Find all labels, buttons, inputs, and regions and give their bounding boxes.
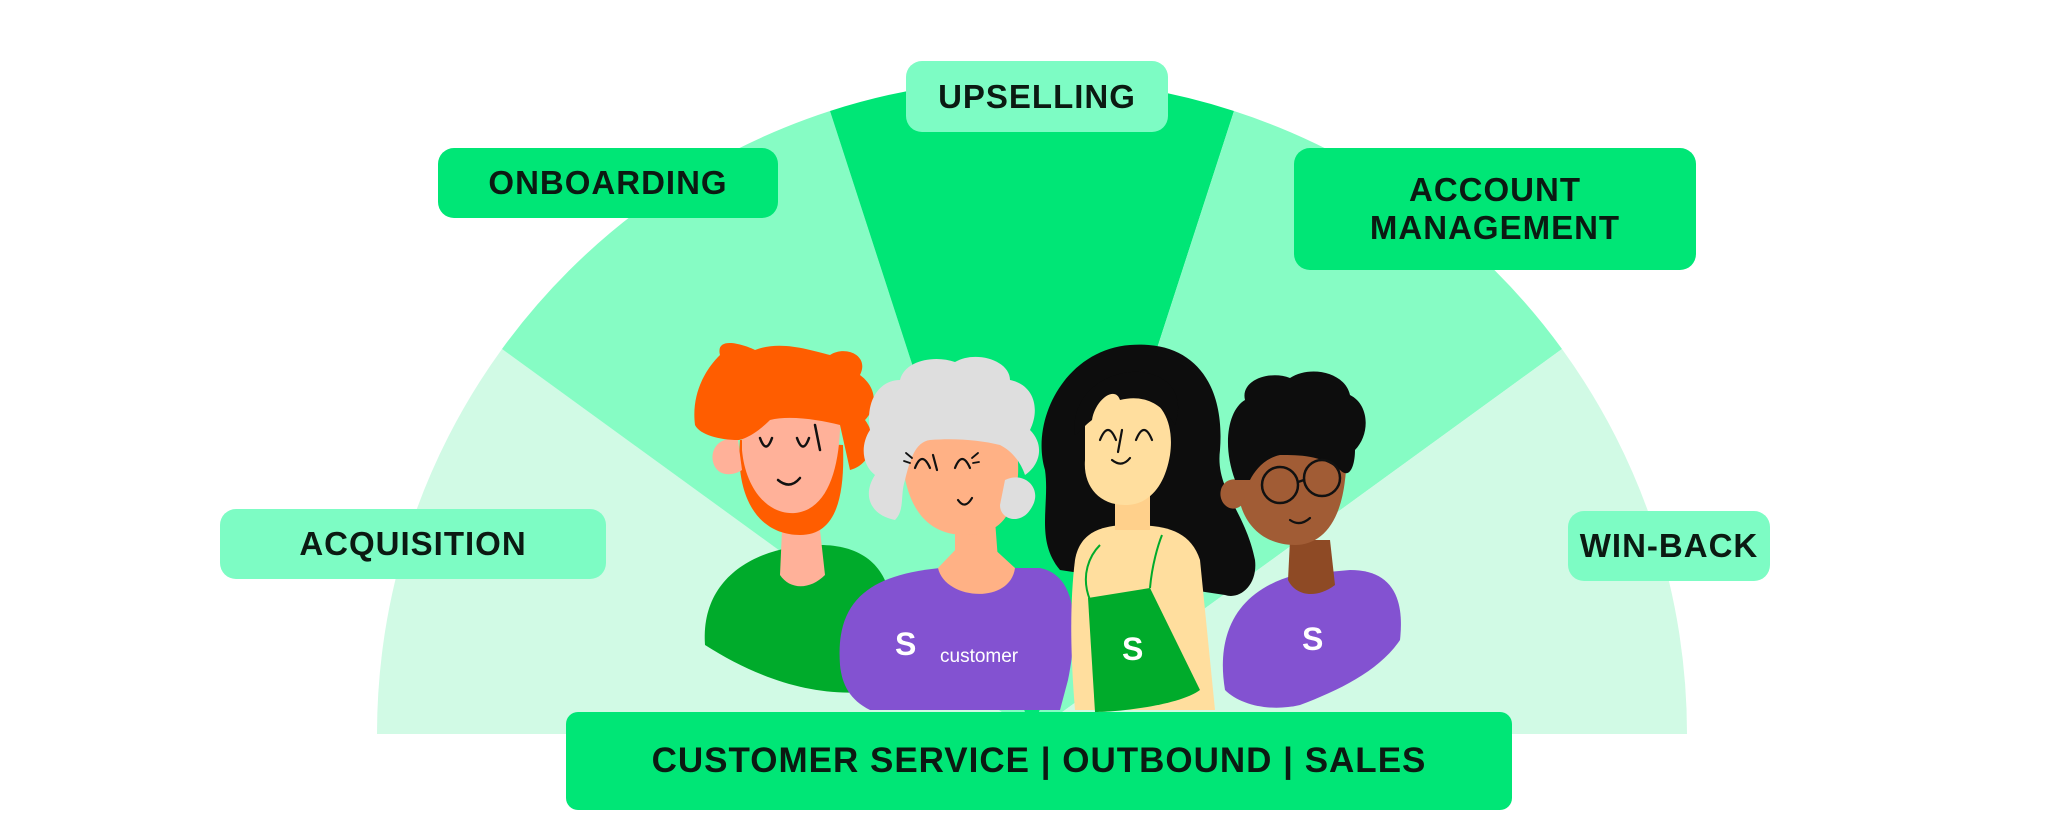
shirt-logo: S — [895, 626, 916, 662]
person-man-with-glasses: S — [1220, 371, 1401, 708]
hair-bun — [1000, 477, 1036, 520]
hair — [1227, 371, 1366, 480]
person-grey-haired-woman: S customer — [839, 356, 1074, 710]
glasses-left-lens — [1260, 465, 1300, 505]
hair — [694, 343, 874, 470]
label-upselling: UPSELLING — [906, 61, 1168, 132]
person-red-haired-man — [694, 343, 892, 693]
label-win-back-text: WIN-BACK — [1579, 527, 1759, 565]
person-black-haired-woman: S — [1041, 344, 1256, 712]
purple-shirt — [1222, 570, 1401, 708]
face — [1084, 391, 1171, 505]
glasses-right-lens — [1302, 458, 1342, 498]
label-account-management: ACCOUNT MANAGEMENT — [1294, 148, 1696, 270]
label-account-management-line1: ACCOUNT — [1409, 171, 1581, 209]
shirt-text: customer — [940, 646, 1019, 667]
ear — [1220, 479, 1245, 509]
purple-shirt — [839, 568, 1074, 710]
bag-strap — [1084, 534, 1163, 601]
base-channels-text: CUSTOMER SERVICE | OUTBOUND | SALES — [651, 740, 1427, 780]
label-onboarding: ONBOARDING — [438, 148, 778, 218]
hair-fringe — [1074, 371, 1179, 435]
neck — [780, 530, 825, 587]
label-account-management-line2: MANAGEMENT — [1369, 209, 1621, 246]
label-acquisition-text: ACQUISITION — [299, 525, 527, 563]
bag-logo: S — [1122, 631, 1143, 667]
label-upselling-text: UPSELLING — [938, 77, 1136, 115]
shirt-logo: S — [1302, 621, 1323, 657]
label-win-back: WIN-BACK — [1568, 511, 1770, 581]
ear — [712, 439, 742, 475]
hair — [863, 356, 1040, 520]
shopping-bag — [1088, 588, 1200, 712]
label-onboarding-text: ONBOARDING — [488, 164, 728, 202]
neck — [1288, 540, 1335, 595]
base-channels-banner: CUSTOMER SERVICE | OUTBOUND | SALES — [566, 712, 1512, 810]
label-acquisition: ACQUISITION — [220, 509, 606, 579]
